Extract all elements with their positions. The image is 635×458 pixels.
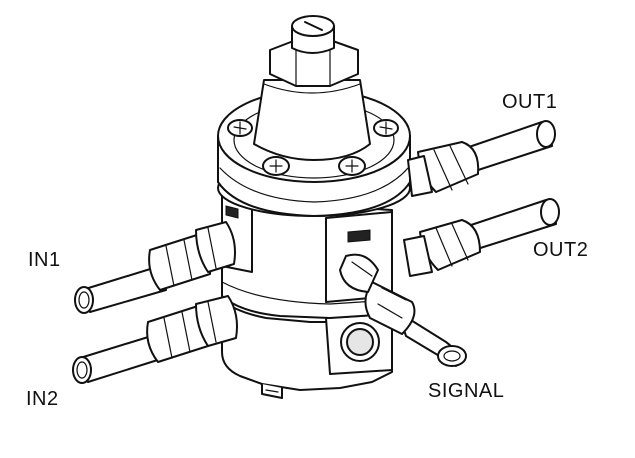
out1-label: OUT1 (502, 91, 558, 113)
in2-port (72, 295, 238, 384)
out2-label: OUT2 (533, 239, 589, 261)
in2-label: IN2 (26, 388, 59, 410)
lower-port-block (325, 313, 393, 375)
out2-port (403, 198, 560, 277)
signal-label: SIGNAL (428, 380, 505, 402)
in1-port (74, 221, 236, 314)
signal-port (339, 253, 467, 367)
out1-port (407, 120, 556, 197)
spring-housing (253, 15, 371, 161)
bolt-heads (227, 119, 399, 176)
in1-label: IN1 (28, 249, 61, 271)
